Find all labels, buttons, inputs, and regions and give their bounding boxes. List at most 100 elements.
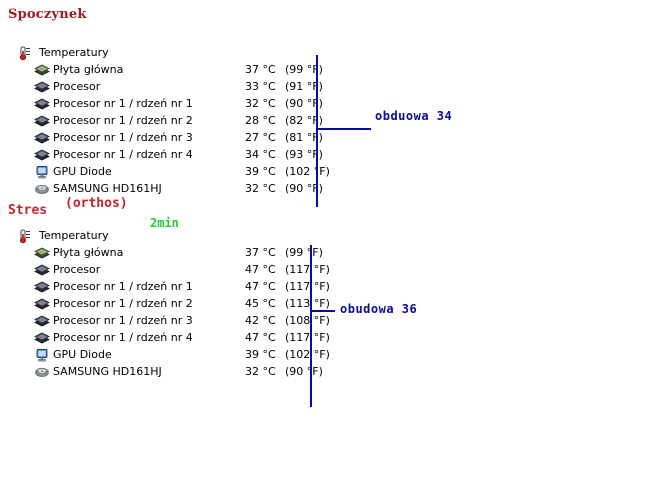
value-fahrenheit: (82 °F) bbox=[285, 114, 323, 127]
sensor-value: 32 °C(90 °F) bbox=[245, 182, 323, 195]
table-row: Procesor nr 1 / rdzeń nr 4 47 °C (117 °F) bbox=[18, 329, 330, 346]
stress-duration-label: 2min bbox=[150, 216, 179, 230]
sensor-label: Płyta główna bbox=[53, 63, 124, 76]
cpu-chip-icon bbox=[34, 147, 50, 163]
value-fahrenheit: (113 °F) bbox=[285, 297, 330, 310]
value-celsius: 45 °C bbox=[245, 297, 276, 310]
section-heading-stress: Stres bbox=[8, 203, 48, 218]
table-row: GPU Diode 39 °C (102 °F) bbox=[18, 346, 330, 363]
sensor-tree-idle: Temperatury Płyta główna 37 °C (99 °F) bbox=[18, 44, 330, 197]
cpu-chip-icon bbox=[34, 330, 50, 346]
value-celsius: 37 °C bbox=[245, 246, 276, 259]
sensor-value: 37 °C (99 °F) bbox=[245, 246, 323, 259]
value-celsius: 39 °C bbox=[245, 348, 276, 361]
cpu-chip-icon bbox=[34, 113, 50, 129]
value-fahrenheit: (90 °F) bbox=[285, 365, 323, 378]
sensor-value: 34 °C (93 °F) bbox=[245, 148, 323, 161]
table-row: Procesor nr 1 / rdzeń nr 1 32 °C (90 °F) bbox=[18, 95, 330, 112]
sensor-value: 39 °C (102 °F) bbox=[245, 165, 330, 178]
table-row: Procesor nr 1 / rdzeń nr 2 28 °C (82 °F) bbox=[18, 112, 330, 129]
value-fahrenheit: (99 °F) bbox=[285, 246, 323, 259]
cpu-chip-icon bbox=[34, 296, 50, 312]
value-celsius: 42 °C bbox=[245, 314, 276, 327]
table-row: Procesor nr 1 / rdzeń nr 1 47 °C (117 °F) bbox=[18, 278, 330, 295]
table-row: SAMSUNG HD161HJ 32 °C (90 °F) bbox=[18, 363, 330, 380]
bracket-label-stress: obudowa 36 bbox=[340, 302, 418, 316]
table-row: Procesor nr 1 / rdzeń nr 4 34 °C (93 °F) bbox=[18, 146, 330, 163]
sensor-group-header-stress: Temperatury bbox=[18, 227, 330, 244]
sensor-label: Procesor bbox=[53, 80, 101, 93]
table-row: Płyta główna 37 °C (99 °F) bbox=[18, 61, 330, 78]
sensor-group-header-idle: Temperatury bbox=[18, 44, 330, 61]
sensor-value: 47 °C (117 °F) bbox=[245, 331, 330, 344]
value-celsius: 34 °C bbox=[245, 148, 276, 161]
value-celsius: 47 °C bbox=[245, 263, 276, 276]
sensor-group-label: Temperatury bbox=[39, 229, 109, 242]
sensor-group-label: Temperatury bbox=[39, 46, 109, 59]
bracket-tick-stress bbox=[310, 310, 335, 312]
bracket-tick-idle bbox=[316, 128, 371, 130]
value-fahrenheit: (99 °F) bbox=[285, 63, 323, 76]
sensor-value: 32 °C (90 °F) bbox=[245, 97, 323, 110]
hard-disk-icon bbox=[34, 181, 50, 197]
value-celsius: 37 °C bbox=[245, 63, 276, 76]
value-fahrenheit: (117 °F) bbox=[285, 280, 330, 293]
sensor-value: 27 °C(81 °F) bbox=[245, 131, 323, 144]
value-fahrenheit: (90 °F) bbox=[285, 97, 323, 110]
sensor-label: SAMSUNG HD161HJ bbox=[53, 365, 162, 378]
table-row: Płyta główna 37 °C(99 °F) bbox=[18, 244, 330, 261]
gpu-monitor-icon bbox=[34, 164, 50, 180]
sensor-label: Procesor nr 1 / rdzeń nr 2 bbox=[53, 297, 193, 310]
sensor-value: 39 °C (102 °F) bbox=[245, 348, 330, 361]
sensor-label: Procesor nr 1 / rdzeń nr 3 bbox=[53, 131, 193, 144]
sensor-label: SAMSUNG HD161HJ bbox=[53, 182, 162, 195]
table-row: Procesor 47 °C(117 °F) bbox=[18, 261, 330, 278]
sensor-value: 33 °C(91 °F) bbox=[245, 80, 323, 93]
motherboard-chip-icon bbox=[34, 62, 50, 78]
value-celsius: 32 °C bbox=[245, 182, 276, 195]
value-celsius: 32 °C bbox=[245, 97, 276, 110]
value-celsius: 27 °C bbox=[245, 131, 276, 144]
sensor-label: Procesor nr 1 / rdzeń nr 4 bbox=[53, 148, 193, 161]
value-fahrenheit: (91 °F) bbox=[285, 80, 323, 93]
table-row: Procesor nr 1 / rdzeń nr 3 42 °C(108 °F) bbox=[18, 312, 330, 329]
sensor-row-list-idle: Płyta główna 37 °C (99 °F) Procesor 33 °C… bbox=[18, 61, 330, 197]
thermometer-icon bbox=[18, 45, 34, 61]
sensor-value: 28 °C (82 °F) bbox=[245, 114, 323, 127]
table-row: Procesor 33 °C(91 °F) bbox=[18, 78, 330, 95]
sensor-label: Procesor nr 1 / rdzeń nr 1 bbox=[53, 280, 193, 293]
table-row: GPU Diode 39 °C (102 °F) bbox=[18, 163, 330, 180]
value-celsius: 47 °C bbox=[245, 331, 276, 344]
sensor-label: Procesor nr 1 / rdzeń nr 4 bbox=[53, 331, 193, 344]
bracket-vertical-stress bbox=[310, 245, 312, 407]
cpu-chip-icon bbox=[34, 262, 50, 278]
sensor-value: 42 °C(108 °F) bbox=[245, 314, 330, 327]
cpu-chip-icon bbox=[34, 130, 50, 146]
value-celsius: 39 °C bbox=[245, 165, 276, 178]
value-fahrenheit: (102 °F) bbox=[285, 348, 330, 361]
cpu-chip-icon bbox=[34, 96, 50, 112]
value-celsius: 28 °C bbox=[245, 114, 276, 127]
value-fahrenheit: (117 °F) bbox=[285, 331, 330, 344]
sensor-label: Procesor bbox=[53, 263, 101, 276]
sensor-row-list-stress: Płyta główna 37 °C(99 °F) Procesor 47 °C… bbox=[18, 244, 330, 380]
sensor-label: Procesor nr 1 / rdzeń nr 2 bbox=[53, 114, 193, 127]
value-fahrenheit: (93 °F) bbox=[285, 148, 323, 161]
motherboard-chip-icon bbox=[34, 245, 50, 261]
cpu-chip-icon bbox=[34, 313, 50, 329]
value-fahrenheit: (102 °F) bbox=[285, 165, 330, 178]
sensor-label: GPU Diode bbox=[53, 165, 112, 178]
section-heading-idle: Spoczynek bbox=[8, 7, 87, 22]
sensor-value: 45 °C (113 °F) bbox=[245, 297, 330, 310]
sensor-tree-stress: Temperatury Płyta główna 37 °C(99 °F) bbox=[18, 227, 330, 380]
section-heading-stress-note: (orthos) bbox=[65, 196, 128, 211]
gpu-monitor-icon bbox=[34, 347, 50, 363]
table-row: SAMSUNG HD161HJ 32 °C(90 °F) bbox=[18, 180, 330, 197]
sensor-label: Procesor nr 1 / rdzeń nr 1 bbox=[53, 97, 193, 110]
table-row: Procesor nr 1 / rdzeń nr 2 45 °C (113 °F) bbox=[18, 295, 330, 312]
sensor-label: Procesor nr 1 / rdzeń nr 3 bbox=[53, 314, 193, 327]
sensor-label: GPU Diode bbox=[53, 348, 112, 361]
thermometer-icon bbox=[18, 228, 34, 244]
value-celsius: 47 °C bbox=[245, 280, 276, 293]
value-celsius: 32 °C bbox=[245, 365, 276, 378]
